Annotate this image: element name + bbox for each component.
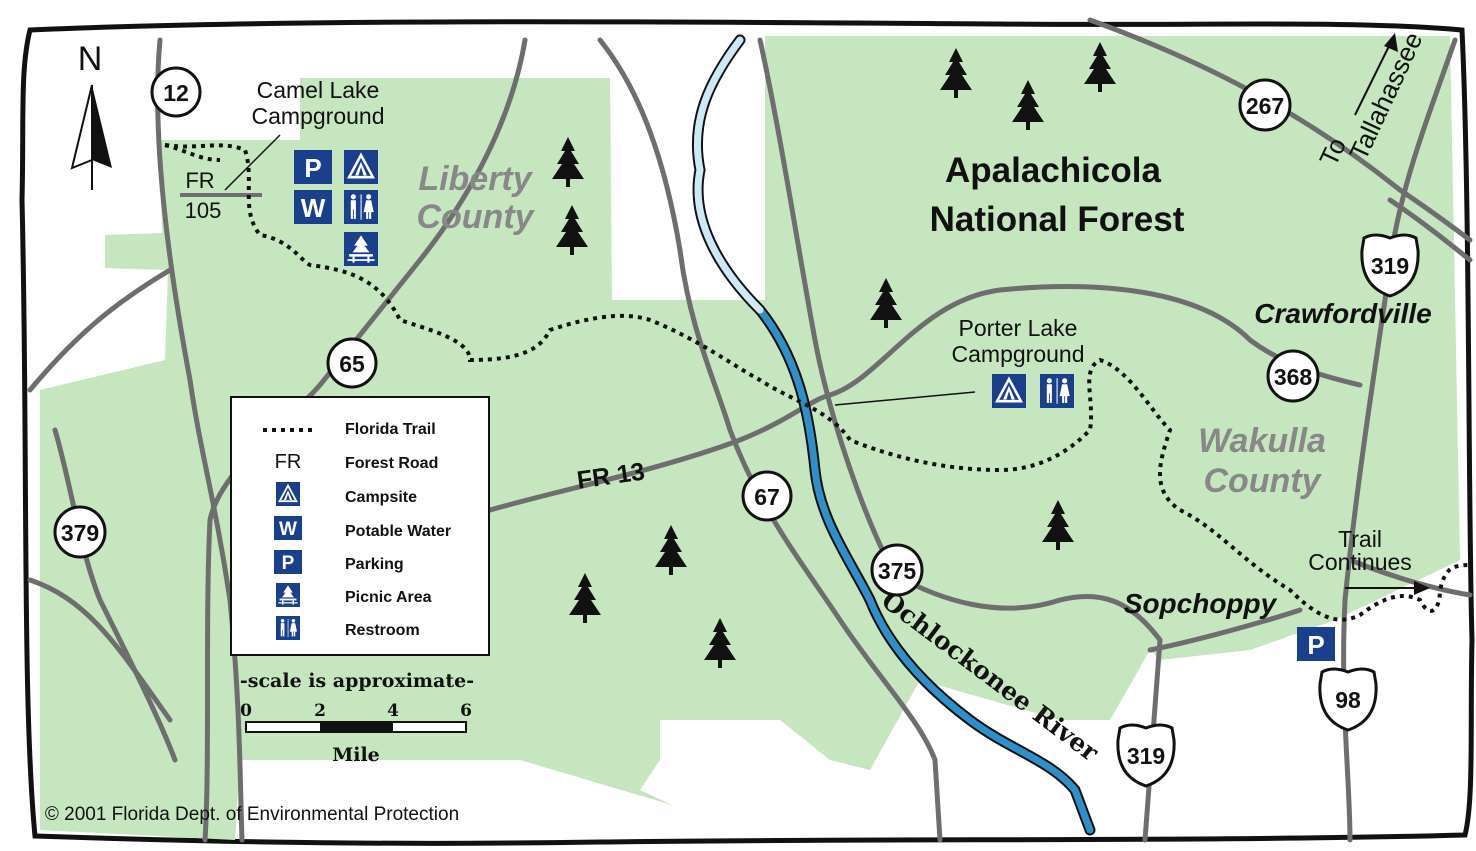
forest-road-label: 105 bbox=[185, 198, 222, 223]
arrow-head-icon bbox=[1384, 33, 1398, 52]
county-label: County bbox=[1203, 462, 1322, 500]
forest-title: Apalachicola bbox=[945, 151, 1161, 190]
restroom-icon bbox=[276, 616, 300, 640]
us-shield: 98 bbox=[1318, 667, 1378, 732]
svg-text:W: W bbox=[279, 519, 297, 540]
town-label: Sopchoppy bbox=[1124, 588, 1278, 619]
campground-label: Campground bbox=[252, 103, 385, 129]
north-arrow: N bbox=[70, 40, 112, 190]
restroom-icon bbox=[344, 190, 378, 224]
campground-label: Campground bbox=[952, 341, 1085, 367]
scale-unit: Mile bbox=[332, 744, 380, 766]
road-marker: 375 bbox=[870, 543, 924, 597]
county-label: Wakulla bbox=[1198, 422, 1326, 460]
svg-text:375: 375 bbox=[878, 558, 917, 584]
legend-label: Florida Trail bbox=[345, 421, 436, 438]
road-marker: 368 bbox=[1266, 349, 1320, 403]
road-marker: 65 bbox=[326, 337, 378, 389]
us-highway-shields: 319 319 98 bbox=[1116, 233, 1420, 788]
road-marker: 12 bbox=[150, 66, 202, 118]
svg-text:319: 319 bbox=[1371, 253, 1409, 279]
road-marker: 379 bbox=[53, 505, 107, 559]
us-shield: 319 bbox=[1116, 723, 1176, 788]
road-marker: 67 bbox=[741, 470, 793, 522]
svg-text:368: 368 bbox=[1274, 364, 1313, 390]
camel-lake-facilities: P W bbox=[294, 150, 380, 266]
arrow-line bbox=[1354, 39, 1393, 116]
scale-tick: 4 bbox=[387, 701, 399, 721]
trail-note: Trail bbox=[1338, 526, 1382, 552]
campsite-icon bbox=[990, 374, 1028, 408]
svg-text:65: 65 bbox=[339, 351, 365, 377]
scale-note: -scale is approximate- bbox=[240, 670, 474, 692]
trail-note: Continues bbox=[1308, 549, 1412, 575]
state-road-markers: 12 65 379 67 375 267 368 bbox=[53, 66, 1320, 597]
svg-text:379: 379 bbox=[61, 520, 99, 546]
scale-tick: 2 bbox=[314, 701, 326, 721]
scale-bar: -scale is approximate- 0 2 4 6 Mile bbox=[240, 670, 474, 766]
svg-text:P: P bbox=[282, 553, 295, 574]
fr-symbol: FR bbox=[275, 451, 302, 473]
legend-label: Picnic Area bbox=[345, 589, 432, 606]
us-shield: 319 bbox=[1360, 233, 1420, 298]
svg-text:P: P bbox=[304, 153, 321, 183]
legend-label: Parking bbox=[345, 556, 404, 573]
county-label: County bbox=[416, 198, 535, 236]
tent-icon bbox=[274, 482, 302, 506]
parking-icon: P bbox=[274, 550, 302, 574]
legend-label: Restroom bbox=[345, 622, 420, 639]
road-marker: 267 bbox=[1238, 78, 1292, 132]
scale-tick: 6 bbox=[460, 701, 472, 721]
legend-box: Florida Trail FR Forest Road Campsite W … bbox=[230, 396, 490, 656]
picnic-icon bbox=[276, 583, 300, 607]
scale-tick: 0 bbox=[240, 701, 252, 721]
campground-label: Camel Lake bbox=[257, 77, 380, 103]
svg-text:67: 67 bbox=[754, 484, 780, 510]
campground-label: Porter Lake bbox=[959, 315, 1078, 341]
svg-text:W: W bbox=[301, 193, 326, 223]
legend-label: Campsite bbox=[345, 489, 417, 506]
forest-title: National Forest bbox=[930, 200, 1185, 239]
parking-icon: P bbox=[294, 150, 332, 184]
legend-label: Potable Water bbox=[345, 523, 451, 540]
water-icon: W bbox=[274, 516, 302, 540]
svg-text:319: 319 bbox=[1127, 743, 1165, 769]
restroom-icon bbox=[1040, 374, 1074, 408]
svg-text:267: 267 bbox=[1246, 93, 1284, 119]
north-label: N bbox=[78, 40, 103, 78]
arrow-head-icon bbox=[1414, 581, 1430, 595]
copyright: © 2001 Florida Dept. of Environmental Pr… bbox=[45, 804, 459, 825]
town-label: Crawfordville bbox=[1254, 298, 1431, 329]
parking-icon: P bbox=[1297, 627, 1335, 661]
picnic-icon bbox=[344, 232, 378, 266]
forest-road-label: FR bbox=[185, 168, 214, 193]
svg-text:98: 98 bbox=[1335, 687, 1361, 713]
legend-label: Forest Road bbox=[345, 455, 438, 472]
svg-text:P: P bbox=[1307, 630, 1324, 660]
water-icon: W bbox=[294, 190, 332, 224]
campsite-icon bbox=[342, 150, 380, 184]
svg-text:12: 12 bbox=[163, 80, 189, 106]
county-label: Liberty bbox=[418, 160, 533, 198]
